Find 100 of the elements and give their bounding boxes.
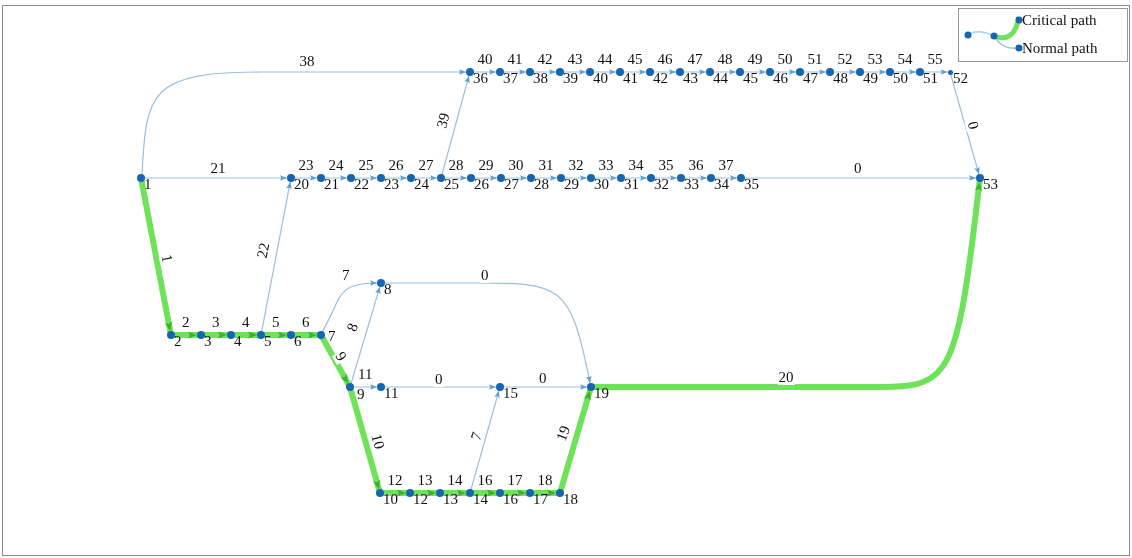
edge-label: 17 bbox=[506, 472, 524, 488]
edge-label: 40 bbox=[476, 51, 494, 67]
node-number: 36 bbox=[473, 71, 488, 86]
node-number: 27 bbox=[504, 177, 519, 192]
edge-label: 49 bbox=[746, 51, 764, 67]
node-number: 26 bbox=[474, 177, 489, 192]
node-dot bbox=[526, 68, 534, 76]
node-dot bbox=[856, 68, 864, 76]
edge-label: 26 bbox=[387, 157, 405, 173]
node-dot bbox=[167, 331, 175, 339]
arrow bbox=[714, 175, 738, 181]
node-number: 28 bbox=[534, 177, 549, 192]
arrow bbox=[893, 69, 917, 75]
edge-label: 5 bbox=[271, 314, 281, 330]
node-dot bbox=[376, 489, 384, 497]
arrow bbox=[833, 69, 857, 75]
edge-label: 22 bbox=[254, 240, 272, 260]
node-dot bbox=[317, 331, 325, 339]
critical-path-arrow bbox=[232, 331, 260, 339]
arrow bbox=[144, 175, 288, 181]
node-number: 12 bbox=[413, 492, 428, 507]
edge-label: 25 bbox=[357, 157, 375, 173]
node-number: 11 bbox=[384, 386, 399, 401]
node-dot bbox=[556, 489, 564, 497]
edge-label: 12 bbox=[386, 472, 404, 488]
node-number: 45 bbox=[743, 71, 758, 86]
edge-label: 48 bbox=[716, 51, 734, 67]
edge-label: 21 bbox=[209, 160, 227, 176]
edge-label: 4 bbox=[241, 314, 251, 330]
node-dot bbox=[347, 174, 355, 182]
arrow bbox=[950, 73, 980, 175]
node-dot bbox=[496, 68, 504, 76]
arrow bbox=[141, 69, 467, 175]
node-number: 49 bbox=[863, 71, 878, 86]
critical-path-arrow bbox=[172, 331, 200, 339]
node-number: 1 bbox=[144, 177, 152, 192]
node-dot bbox=[947, 69, 953, 75]
arrow bbox=[773, 69, 797, 75]
node-number: 14 bbox=[473, 492, 488, 507]
node-number: 35 bbox=[744, 177, 759, 192]
node-number: 43 bbox=[683, 71, 698, 86]
edge-label: 7 bbox=[341, 267, 351, 283]
arrow bbox=[563, 69, 587, 75]
node-dot bbox=[257, 331, 265, 339]
arrow bbox=[384, 282, 592, 384]
edge-label: 42 bbox=[536, 51, 554, 67]
node-number: 40 bbox=[593, 71, 608, 86]
node-dot bbox=[796, 68, 804, 76]
node-dot bbox=[616, 68, 624, 76]
arrow bbox=[744, 175, 977, 181]
critical-path-arrow bbox=[531, 489, 559, 497]
legend-label: Normal path bbox=[1022, 40, 1098, 56]
edge-label: 36 bbox=[687, 157, 705, 173]
node-dot bbox=[407, 174, 415, 182]
arrow bbox=[353, 384, 378, 390]
edge-label: 27 bbox=[417, 157, 435, 173]
node-number: 48 bbox=[833, 71, 848, 86]
node-dot bbox=[647, 174, 655, 182]
edge-label: 0 bbox=[853, 160, 863, 176]
node-dot bbox=[646, 68, 654, 76]
arrow bbox=[261, 181, 292, 332]
arrow bbox=[533, 69, 557, 75]
critical-path-arrow bbox=[471, 489, 499, 497]
node-dot bbox=[406, 489, 414, 497]
node-number: 34 bbox=[714, 177, 729, 192]
arrow bbox=[593, 69, 617, 75]
edge-label: 35 bbox=[657, 157, 675, 173]
arrow bbox=[354, 175, 378, 181]
edge-label: 14 bbox=[446, 472, 464, 488]
edge-label: 18 bbox=[536, 472, 554, 488]
node-dot bbox=[496, 489, 504, 497]
node-dot bbox=[467, 174, 475, 182]
node-dot bbox=[346, 383, 354, 391]
node-dot bbox=[287, 331, 295, 339]
node-dot bbox=[706, 68, 714, 76]
arrow bbox=[683, 69, 707, 75]
edge-label: 53 bbox=[866, 51, 884, 67]
arrow bbox=[594, 175, 618, 181]
critical-path-arrow bbox=[262, 331, 290, 339]
critical-path-arrow bbox=[381, 489, 409, 497]
arrow bbox=[684, 175, 708, 181]
edge-label: 24 bbox=[327, 157, 345, 173]
node-number: 50 bbox=[893, 71, 908, 86]
node-dot bbox=[496, 383, 504, 391]
edge-label: 23 bbox=[297, 157, 315, 173]
edge-label: 3 bbox=[211, 314, 221, 330]
edge-label: 38 bbox=[298, 53, 316, 69]
arrow bbox=[863, 69, 887, 75]
edge-label: 32 bbox=[567, 157, 585, 173]
node-dot bbox=[587, 174, 595, 182]
node-number: 37 bbox=[503, 71, 518, 86]
edge-label: 50 bbox=[776, 51, 794, 67]
node-dot bbox=[916, 68, 924, 76]
node-number: 5 bbox=[264, 334, 272, 349]
node-number: 4 bbox=[234, 334, 242, 349]
node-dot bbox=[377, 279, 385, 287]
edge-label: 0 bbox=[480, 267, 490, 283]
arrow bbox=[384, 175, 408, 181]
node-number: 20 bbox=[294, 177, 309, 192]
node-dot bbox=[617, 174, 625, 182]
